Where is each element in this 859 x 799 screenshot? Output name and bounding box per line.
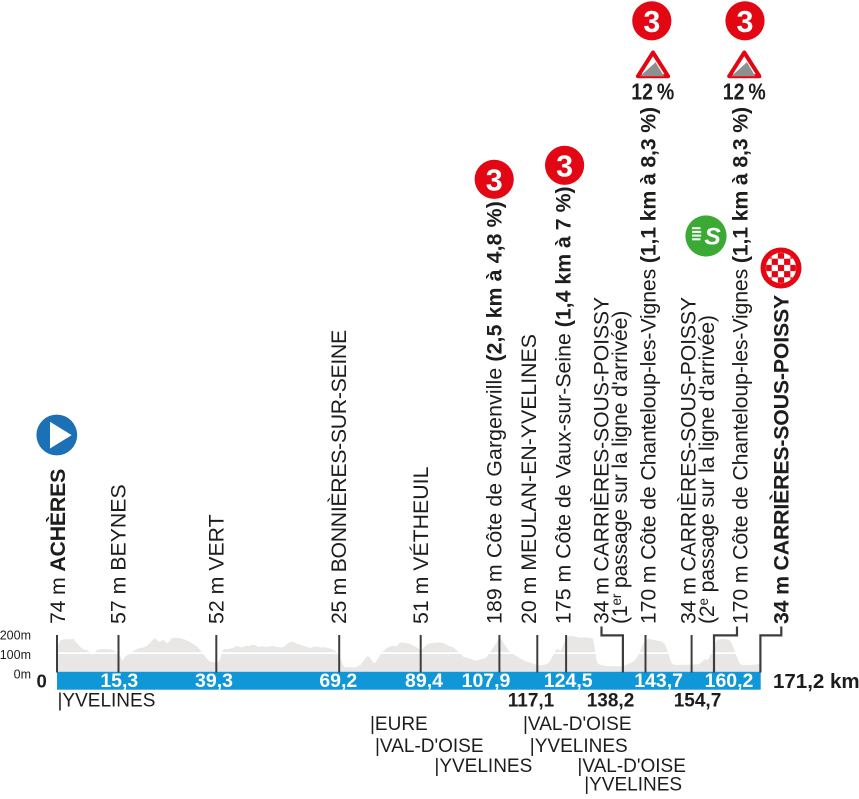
svg-text:12 %: 12 %: [631, 78, 674, 104]
svg-text:3: 3: [486, 163, 503, 197]
svg-text:100m: 100m: [0, 648, 31, 662]
svg-text:0m: 0m: [14, 668, 31, 682]
svg-text:34 m CARRIÈRES-SOUS-POISSY: 34 m CARRIÈRES-SOUS-POISSY: [589, 297, 614, 624]
svg-text:160,2: 160,2: [705, 670, 754, 692]
svg-text:34 m CARRIÈRES-SOUS-POISSY: 34 m CARRIÈRES-SOUS-POISSY: [769, 295, 794, 624]
svg-text:|YVELINES: |YVELINES: [434, 756, 532, 777]
svg-text:(1er passage sur la ligne d'ar: (1er passage sur la ligne d'arrivée): [608, 311, 632, 624]
svg-text:39,3: 39,3: [195, 670, 233, 692]
svg-text:3: 3: [737, 5, 754, 39]
svg-text:|VAL-D'OISE: |VAL-D'OISE: [375, 736, 484, 757]
svg-text:25 m BONNIÈRES-SUR-SEINE: 25 m BONNIÈRES-SUR-SEINE: [326, 330, 351, 624]
svg-text:34 m CARRIÈRES-SOUS-POISSY: 34 m CARRIÈRES-SOUS-POISSY: [676, 297, 701, 624]
svg-text:154,7: 154,7: [674, 690, 722, 711]
svg-text:143,7: 143,7: [634, 670, 683, 692]
svg-text:200m: 200m: [0, 628, 31, 642]
svg-text:|EURE: |EURE: [370, 714, 428, 735]
svg-text:74 m ACHÈRES: 74 m ACHÈRES: [45, 469, 70, 624]
svg-text:138,2: 138,2: [587, 690, 635, 711]
svg-text:|YVELINES: |YVELINES: [58, 691, 156, 712]
svg-text:52 m VERT: 52 m VERT: [205, 514, 229, 624]
svg-text:69,2: 69,2: [319, 670, 357, 692]
svg-text:|YVELINES: |YVELINES: [530, 736, 628, 757]
svg-text:12 %: 12 %: [723, 78, 766, 104]
svg-text:|VAL-D'OISE: |VAL-D'OISE: [577, 756, 686, 777]
svg-text:15,3: 15,3: [100, 670, 138, 692]
svg-text:57 m BEYNES: 57 m BEYNES: [107, 484, 131, 624]
svg-text:89,4: 89,4: [405, 670, 443, 692]
svg-text:(2e passage sur la ligne d'arr: (2e passage sur la ligne d'arrivée): [695, 315, 719, 624]
svg-text:189 m Côte de Gargenville (2,5: 189 m Côte de Gargenville (2,5 km à 4,8 …: [483, 201, 507, 624]
svg-text:20 m MEULAN-EN-YVELINES: 20 m MEULAN-EN-YVELINES: [517, 334, 541, 624]
svg-text:124,5: 124,5: [544, 670, 593, 692]
svg-text:117,1: 117,1: [508, 690, 555, 711]
svg-text:3: 3: [643, 5, 660, 39]
svg-text:3: 3: [556, 149, 573, 183]
svg-text:0: 0: [37, 671, 47, 692]
svg-text:S: S: [704, 224, 721, 251]
svg-text:170 m Côte de Chanteloup-les-V: 170 m Côte de Chanteloup-les-Vignes (1,1…: [729, 107, 753, 624]
svg-text:170 m Côte de Chanteloup-les-V: 170 m Côte de Chanteloup-les-Vignes (1,1…: [637, 107, 661, 624]
svg-text:51 m VÉTHEUIL: 51 m VÉTHEUIL: [408, 466, 433, 624]
svg-text:171,2 km: 171,2 km: [773, 670, 859, 693]
svg-text:|YVELINES: |YVELINES: [584, 774, 682, 794]
svg-text:|VAL-D'OISE: |VAL-D'OISE: [523, 714, 632, 735]
svg-text:107,9: 107,9: [462, 670, 511, 692]
svg-text:175 m Côte de Vaux-sur-Seine (: 175 m Côte de Vaux-sur-Seine (1,4 km à 7…: [552, 186, 576, 624]
